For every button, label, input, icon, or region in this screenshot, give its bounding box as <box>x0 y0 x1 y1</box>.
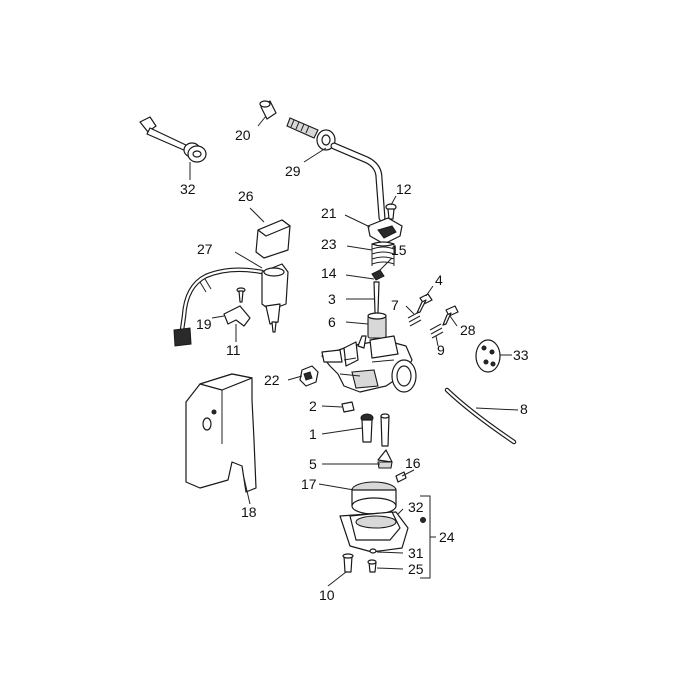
callout-32: 32 <box>408 499 424 515</box>
callout-22: 22 <box>264 372 280 388</box>
part-31-washer <box>369 548 377 554</box>
callout-labels: 32 20 29 12 21 26 23 15 27 14 4 3 7 6 19… <box>180 127 529 603</box>
part-11-clamp <box>223 305 251 327</box>
callout-15: 15 <box>391 242 407 258</box>
part-33-plate <box>475 339 501 373</box>
callout-17: 17 <box>301 476 317 492</box>
part-4-screw <box>416 293 433 314</box>
part-23-spring <box>371 241 395 266</box>
callout-10: 10 <box>319 587 335 603</box>
callout-33: 33 <box>513 347 529 363</box>
part-17-float <box>351 481 397 515</box>
callout-19: 19 <box>196 316 212 332</box>
part-22-elbow <box>299 365 319 387</box>
callout-6: 6 <box>328 314 336 330</box>
callout-18: 18 <box>241 504 257 520</box>
callout-29: 29 <box>285 163 301 179</box>
leader-lines <box>189 115 519 587</box>
callout-14: 14 <box>321 265 337 281</box>
part-28-screw <box>442 305 459 326</box>
callout-27: 27 <box>197 241 213 257</box>
part-32-gasket <box>420 517 426 523</box>
callout-30: 32 <box>180 181 196 197</box>
callout-8: 8 <box>520 401 528 417</box>
callout-31: 31 <box>408 545 424 561</box>
callout-5: 5 <box>309 456 317 472</box>
part-10-screw <box>342 553 354 573</box>
callout-25: 25 <box>408 561 424 577</box>
part-12-screw <box>385 203 397 220</box>
carburettor-body <box>321 335 417 393</box>
callout-4: 4 <box>435 272 443 288</box>
callout-2: 2 <box>309 398 317 414</box>
part-7-spring <box>407 311 422 327</box>
part-21-top-cover <box>367 217 403 245</box>
part-25-drain-screw <box>367 559 377 573</box>
part-6-throttle-slide <box>367 312 387 339</box>
part-19-screw <box>236 287 246 303</box>
part-2-jet <box>341 401 355 413</box>
part-26-cap <box>255 219 291 259</box>
part-18-cover <box>185 373 257 493</box>
part-8-hose <box>444 387 517 445</box>
part-9-spring <box>429 323 444 339</box>
callout-3: 3 <box>328 291 336 307</box>
part-29-fuel-pipe <box>286 117 386 222</box>
callout-26: 26 <box>238 188 254 204</box>
part-30-bolt <box>139 116 207 163</box>
part-5-float-needle <box>377 449 393 469</box>
part-20-nipple <box>259 100 277 120</box>
part-16-pin <box>395 471 407 483</box>
callout-21: 21 <box>321 205 337 221</box>
callout-11: 11 <box>226 342 241 358</box>
callout-20: 20 <box>235 127 251 143</box>
part-27-harness <box>173 263 289 347</box>
callout-16: 16 <box>405 455 421 471</box>
part-24-float-chamber <box>339 511 409 553</box>
callout-12: 12 <box>396 181 412 197</box>
callout-9: 9 <box>437 342 445 358</box>
part-1-emulsion-tube <box>360 413 390 447</box>
callout-1: 1 <box>309 426 317 442</box>
callout-24: 24 <box>439 529 455 545</box>
callout-28: 28 <box>460 322 476 338</box>
callout-7: 7 <box>391 297 399 313</box>
callout-23: 23 <box>321 236 337 252</box>
part-15-needle-clip <box>371 269 385 281</box>
